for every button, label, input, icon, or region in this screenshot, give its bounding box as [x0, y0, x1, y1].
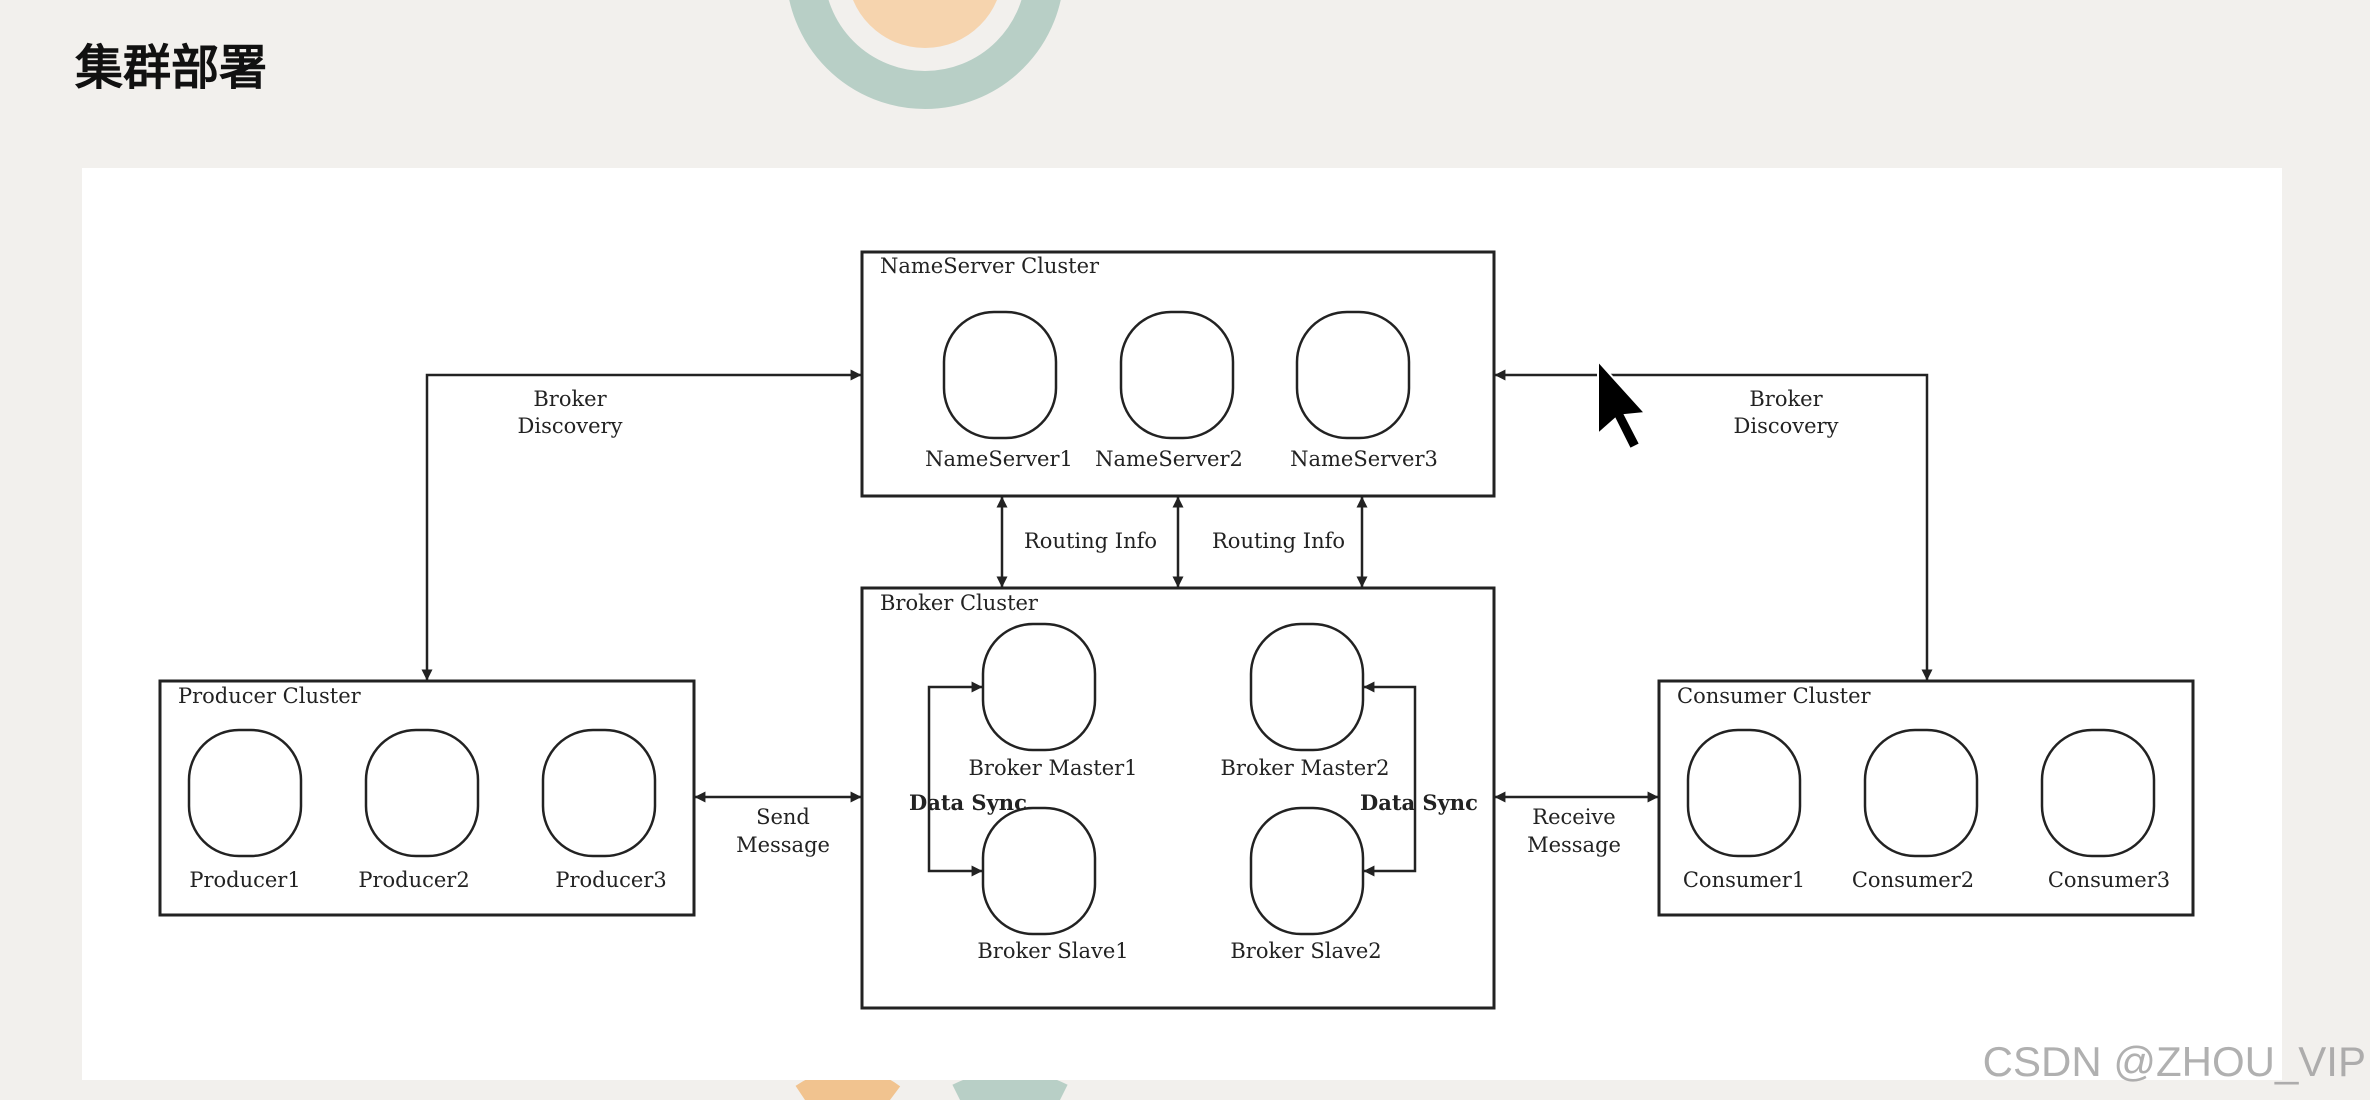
broker-node-label: Broker Master1: [968, 756, 1137, 780]
consumer-node-label: Consumer3: [2048, 868, 2170, 892]
producer-cluster-label: Producer Cluster: [178, 684, 362, 708]
nameserver-node: [942, 310, 1058, 440]
consumer-node-label: Consumer2: [1852, 868, 1974, 892]
nameserver-cluster-label: NameServer Cluster: [880, 254, 1100, 278]
broker-slave-node: [1249, 806, 1365, 936]
routing-info-label: Routing Info: [1212, 529, 1345, 553]
consumer-cluster: Consumer Cluster Consumer1 Consumer2 Con…: [1657, 679, 2195, 917]
nameserver-node: [1295, 310, 1411, 440]
mouse-cursor-icon: [1597, 358, 1648, 451]
broker-node-label: Broker Slave2: [1230, 939, 1381, 963]
broker-discovery-label: Broker: [533, 387, 607, 411]
broker-discovery-label: Broker: [1749, 387, 1823, 411]
broker-master-node: [981, 622, 1097, 752]
data-sync-arrow-right: [1363, 681, 1417, 877]
producer-cluster: Producer Cluster Producer1 Producer2 Pro…: [158, 679, 696, 917]
producer-node: [364, 728, 480, 858]
producer-node: [187, 728, 303, 858]
send-message-label: Message: [736, 833, 830, 857]
broker-cluster: Broker Cluster Broker Master1 Broker Mas…: [860, 586, 1496, 1010]
nameserver-cluster: NameServer Cluster NameServer1 NameServe…: [860, 250, 1496, 498]
page-title: 集群部署: [75, 40, 268, 96]
nameserver-node-label: NameServer2: [1095, 447, 1243, 471]
producer-node-label: Producer1: [189, 868, 300, 892]
broker-master-node: [1249, 622, 1365, 752]
architecture-diagram: NameServer Cluster NameServer1 NameServe…: [82, 168, 2282, 1080]
nameserver-node-label: NameServer1: [925, 447, 1073, 471]
consumer-node: [1686, 728, 1802, 858]
receive-message-label: Receive: [1532, 805, 1615, 829]
consumer-node: [1863, 728, 1979, 858]
broker-cluster-label: Broker Cluster: [880, 591, 1039, 615]
consumer-node-label: Consumer1: [1683, 868, 1805, 892]
consumer-cluster-label: Consumer Cluster: [1677, 684, 1872, 708]
broker-node-label: Broker Slave1: [977, 939, 1128, 963]
routing-info-label: Routing Info: [1024, 529, 1157, 553]
broker-slave-node: [981, 806, 1097, 936]
broker-node-label: Broker Master2: [1220, 756, 1389, 780]
nameserver-node-label: NameServer3: [1290, 447, 1438, 471]
producer-node-label: Producer3: [555, 868, 666, 892]
broker-discovery-arrow-left: [421, 369, 862, 681]
broker-discovery-label: Discovery: [518, 414, 623, 438]
watermark: CSDN @ZHOU_VIP: [1982, 1038, 2366, 1085]
data-sync-label: Data Sync: [909, 790, 1027, 815]
data-sync-arrow-left: [927, 681, 983, 877]
receive-message-label: Message: [1527, 833, 1621, 857]
broker-discovery-arrow-right: [1494, 369, 1933, 681]
send-message-label: Send: [756, 805, 810, 829]
data-sync-label: Data Sync: [1360, 790, 1478, 815]
producer-node-label: Producer2: [358, 868, 469, 892]
nameserver-node: [1119, 310, 1235, 440]
consumer-node: [2040, 728, 2156, 858]
broker-discovery-label: Discovery: [1734, 414, 1839, 438]
producer-node: [541, 728, 657, 858]
